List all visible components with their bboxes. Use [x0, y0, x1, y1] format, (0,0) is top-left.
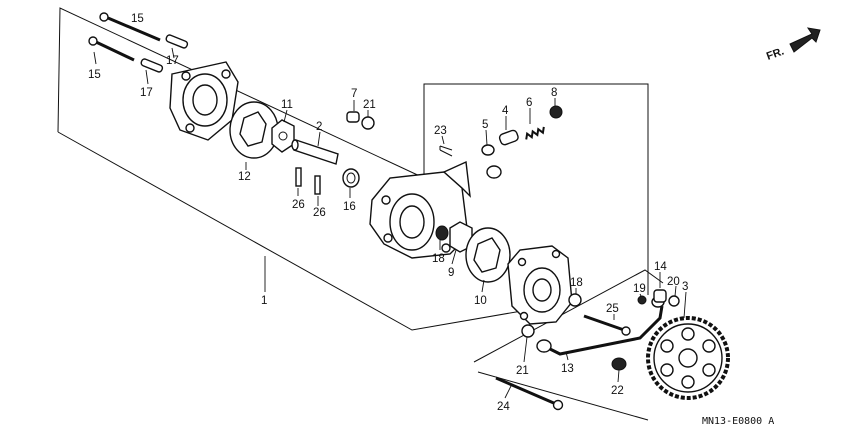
washer-19 — [637, 295, 647, 305]
callout-19: 19 — [633, 283, 646, 295]
callout-17-upper: 17 — [166, 55, 179, 67]
callout-21-lower: 21 — [516, 365, 529, 377]
callout-1: 1 — [261, 295, 267, 307]
collar-14 — [653, 289, 667, 303]
callout-8: 8 — [551, 87, 557, 99]
callout-11: 11 — [281, 99, 293, 111]
callout-9: 9 — [448, 267, 454, 279]
oil-seal-18-right — [568, 293, 582, 307]
callout-26-left: 26 — [292, 199, 305, 211]
bolt-25 — [583, 314, 631, 336]
dowel-pin-17-upper — [165, 34, 189, 49]
collar-7 — [346, 111, 360, 123]
callout-23: 23 — [434, 125, 447, 137]
oil-seal-16 — [342, 168, 360, 188]
pump-cover-left — [169, 61, 239, 141]
callout-15-lower: 15 — [88, 69, 101, 81]
bolt-15-upper — [99, 12, 161, 42]
callout-18-right: 18 — [570, 277, 583, 289]
callout-3: 3 — [682, 281, 688, 293]
drawing-code: MN13-E0800 A — [702, 416, 774, 427]
callout-labels: 15 15 17 17 11 2 12 26 26 16 7 21 23 5 4… — [88, 13, 688, 413]
pin-26-left — [295, 167, 302, 187]
relief-valve-4 — [498, 129, 519, 146]
washer-21-lower — [521, 324, 535, 338]
callout-10: 10 — [474, 295, 487, 307]
callout-21-upper: 21 — [363, 99, 376, 111]
callout-5: 5 — [482, 119, 488, 131]
callout-14: 14 — [654, 261, 667, 273]
front-direction-arrow-icon — [789, 27, 821, 53]
bolt-24 — [495, 376, 564, 411]
pump-shaft-2 — [291, 139, 339, 165]
callout-2: 2 — [316, 121, 322, 133]
callout-4: 4 — [502, 105, 509, 117]
nut-8 — [549, 105, 563, 119]
bolt-15-lower — [88, 36, 135, 62]
cotter-pin-23 — [439, 145, 453, 157]
spring-6 — [525, 126, 545, 140]
washer-20 — [668, 295, 680, 307]
callout-18-left: 18 — [432, 253, 445, 265]
dowel-pin-17-lower — [140, 58, 164, 73]
callout-15-upper: 15 — [131, 13, 144, 25]
front-indicator-label: FR. — [765, 45, 786, 62]
callout-7: 7 — [351, 88, 357, 100]
rotor-12 — [229, 101, 279, 159]
callout-26-right: 26 — [313, 207, 326, 219]
spring-seat-5 — [481, 144, 495, 156]
callout-12: 12 — [238, 171, 251, 183]
pump-cover-right — [507, 245, 573, 325]
callout-6: 6 — [526, 97, 532, 109]
oil-seal-18-left — [435, 225, 449, 241]
pin-26-right — [314, 175, 321, 195]
callout-20: 20 — [667, 276, 680, 288]
callout-24: 24 — [497, 401, 510, 413]
callout-13: 13 — [561, 363, 574, 375]
callout-16: 16 — [343, 201, 356, 213]
outer-rotor-10 — [465, 227, 511, 283]
washer-21-upper — [361, 116, 375, 130]
callout-25: 25 — [606, 303, 619, 315]
driven-sprocket-3 — [646, 316, 730, 400]
inner-rotor-11 — [271, 119, 295, 153]
callout-17-lower: 17 — [140, 87, 153, 99]
assembly-frame — [57, 7, 664, 421]
callout-22: 22 — [611, 385, 624, 397]
callout-leaders — [93, 21, 687, 399]
nut-22 — [611, 357, 627, 371]
piston — [486, 165, 502, 179]
